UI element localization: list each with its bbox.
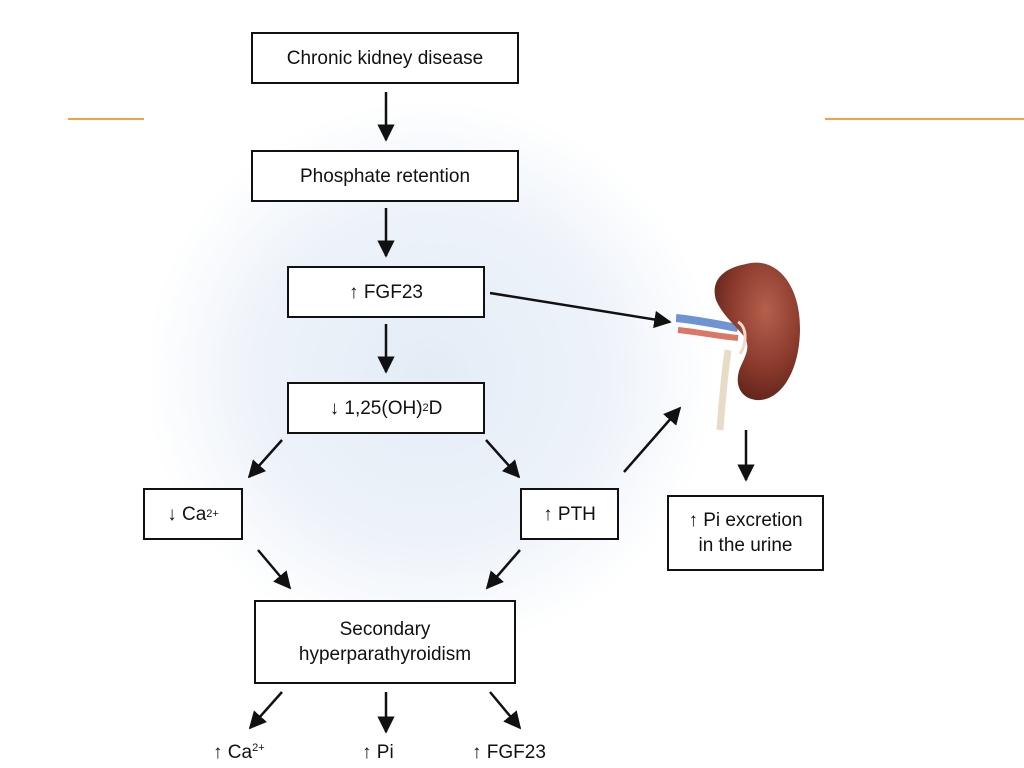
arrow-vitd-to-ca	[247, 439, 283, 479]
outcome-pi-increase: ↑ Pi	[362, 742, 394, 763]
renal-hilum	[737, 320, 747, 355]
up-arrow-glyph: ↑	[472, 742, 482, 763]
kidney-icon	[676, 262, 800, 430]
down-arrow-glyph: ↓	[329, 397, 340, 419]
up-arrow-glyph: ↑	[349, 281, 359, 303]
down-arrow-glyph: ↓	[167, 503, 177, 525]
node-chronic-kidney-disease: Chronic kidney disease	[251, 32, 519, 84]
decorative-rule-right	[825, 118, 1024, 120]
node-fgf23-increase: ↑ FGF23	[287, 266, 485, 318]
renal-vein	[676, 314, 739, 332]
arrow-hpt-to-ca	[248, 691, 283, 730]
up-arrow-glyph: ↑	[213, 742, 223, 763]
arrow-pth-to-hpt	[485, 549, 521, 590]
node-pth-increase: ↑ PTH	[520, 488, 619, 540]
outcome-calcium-increase: ↑ Ca2+	[213, 742, 265, 763]
up-arrow-glyph: ↑	[362, 742, 372, 763]
decorative-rule-left	[68, 118, 144, 120]
node-pi-excretion: ↑ Pi excretion in the urine	[667, 495, 824, 571]
up-arrow-glyph: ↑	[543, 503, 553, 525]
arrow-fgf23-to-kidney	[489, 291, 672, 329]
outcome-fgf23-increase: ↑ FGF23	[472, 742, 546, 763]
arrow-hpt-to-fgf23	[489, 691, 522, 730]
renal-artery	[677, 327, 739, 341]
kidney-body	[714, 262, 800, 401]
node-secondary-hyperparathyroidism: Secondary hyperparathyroidism	[254, 600, 516, 684]
arrow-ca-to-hpt	[257, 549, 292, 590]
arrow-vitd-to-pth	[485, 439, 521, 479]
arrow-pth-to-kidney	[623, 406, 682, 473]
node-phosphate-retention: Phosphate retention	[251, 150, 519, 202]
ureter	[716, 349, 732, 430]
